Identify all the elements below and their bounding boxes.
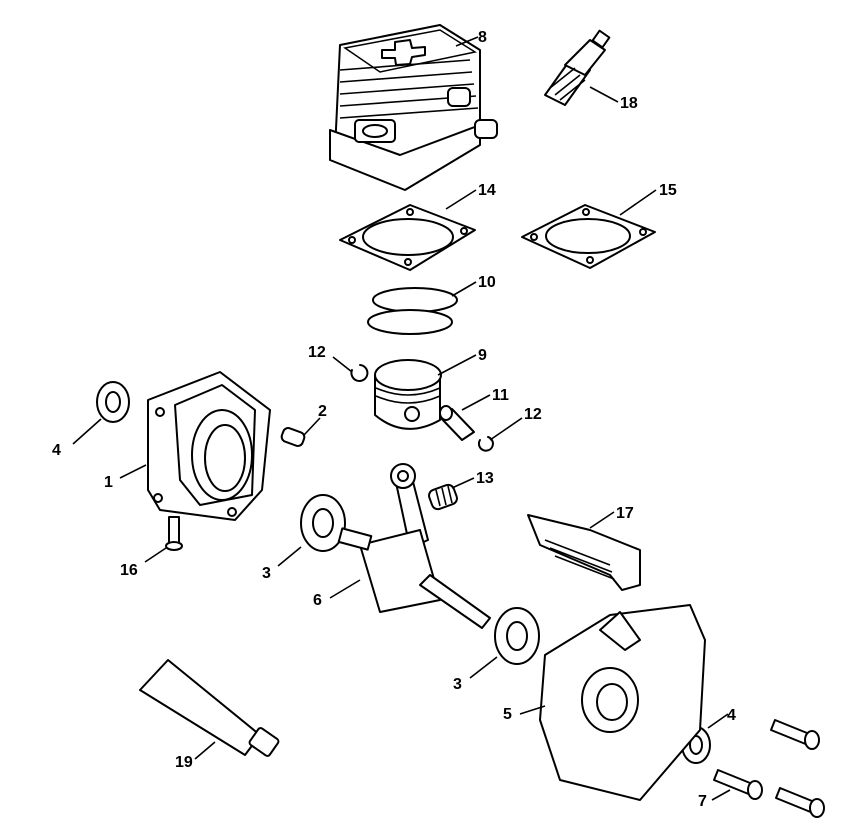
callout-15: 15 — [659, 182, 677, 199]
sleeve — [280, 427, 306, 447]
callout-3-lower: 3 — [453, 676, 462, 693]
piston-pin — [439, 405, 475, 441]
callout-14: 14 — [478, 182, 496, 199]
callout-18: 18 — [620, 95, 638, 112]
oil-seal-left — [96, 381, 130, 423]
callout-3-upper: 3 — [262, 565, 271, 582]
callout-4-right: 4 — [727, 707, 736, 724]
screw-16 — [165, 516, 183, 551]
callout-8: 8 — [478, 29, 487, 46]
callout-2: 2 — [318, 403, 327, 420]
circlip-upper — [350, 364, 369, 382]
ball-bearing-lower — [494, 607, 540, 665]
piston-rings — [367, 287, 458, 335]
gasket — [521, 204, 656, 269]
screw-7a — [770, 719, 820, 750]
callout-12-lower: 12 — [524, 406, 542, 423]
cylinder-gasket — [339, 204, 476, 271]
callout-12-upper: 12 — [308, 344, 326, 361]
callout-10: 10 — [478, 274, 496, 291]
callout-9: 9 — [478, 347, 487, 364]
crankshaft — [337, 463, 491, 629]
leader-lines — [72, 36, 731, 801]
callout-16: 16 — [120, 562, 138, 579]
crankcase-right — [539, 604, 706, 801]
needle-cage — [428, 483, 458, 511]
crankcase-left — [147, 371, 271, 521]
callout-19: 19 — [175, 754, 193, 771]
callout-6: 6 — [313, 592, 322, 609]
callout-17: 17 — [616, 505, 634, 522]
cylinder — [329, 24, 498, 191]
ball-bearing-upper — [300, 494, 346, 552]
baffle-plate — [527, 514, 641, 591]
callout-1: 1 — [104, 474, 113, 491]
callout-11: 11 — [492, 387, 509, 404]
grease-tube — [139, 659, 280, 757]
callout-4-left: 4 — [52, 442, 61, 459]
screw-7c — [775, 787, 825, 818]
callout-5: 5 — [503, 706, 512, 723]
spark-plug — [544, 29, 611, 106]
callout-7: 7 — [698, 793, 707, 810]
piston — [374, 359, 442, 430]
screw-7b — [713, 769, 763, 800]
callout-13: 13 — [476, 470, 494, 487]
